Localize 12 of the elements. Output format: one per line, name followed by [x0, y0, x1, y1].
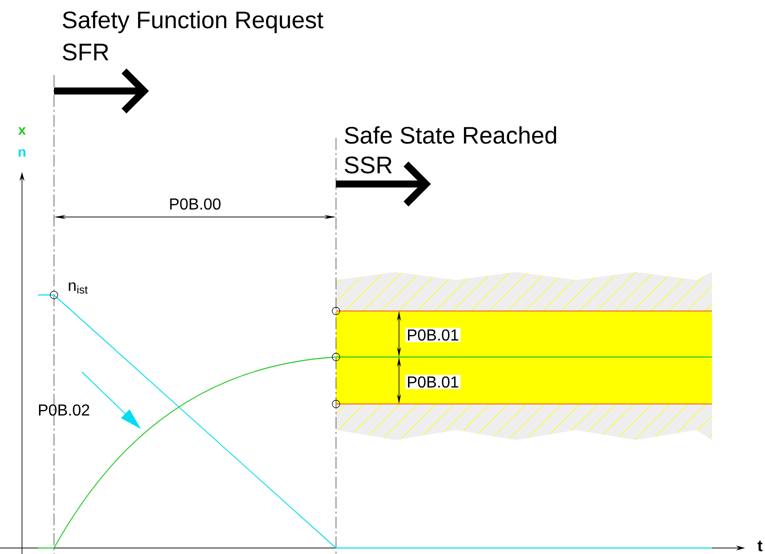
text-label: P0B.01 — [405, 374, 460, 390]
text-label: P0B.00 — [170, 198, 221, 210]
axis-label: n — [18, 149, 26, 157]
text-label: P0B.02 — [39, 404, 90, 416]
text-label: SFR — [62, 44, 108, 60]
text-label: Safety Function Request — [62, 10, 324, 34]
axis-label: t — [758, 540, 762, 552]
axis-label: x — [18, 127, 26, 135]
text-label: Safe State Reached — [344, 126, 556, 144]
text-label: n$_{ist}$ — [68, 282, 88, 294]
text-label: SSR — [344, 156, 392, 174]
text-label: P0B.01 — [405, 328, 460, 342]
